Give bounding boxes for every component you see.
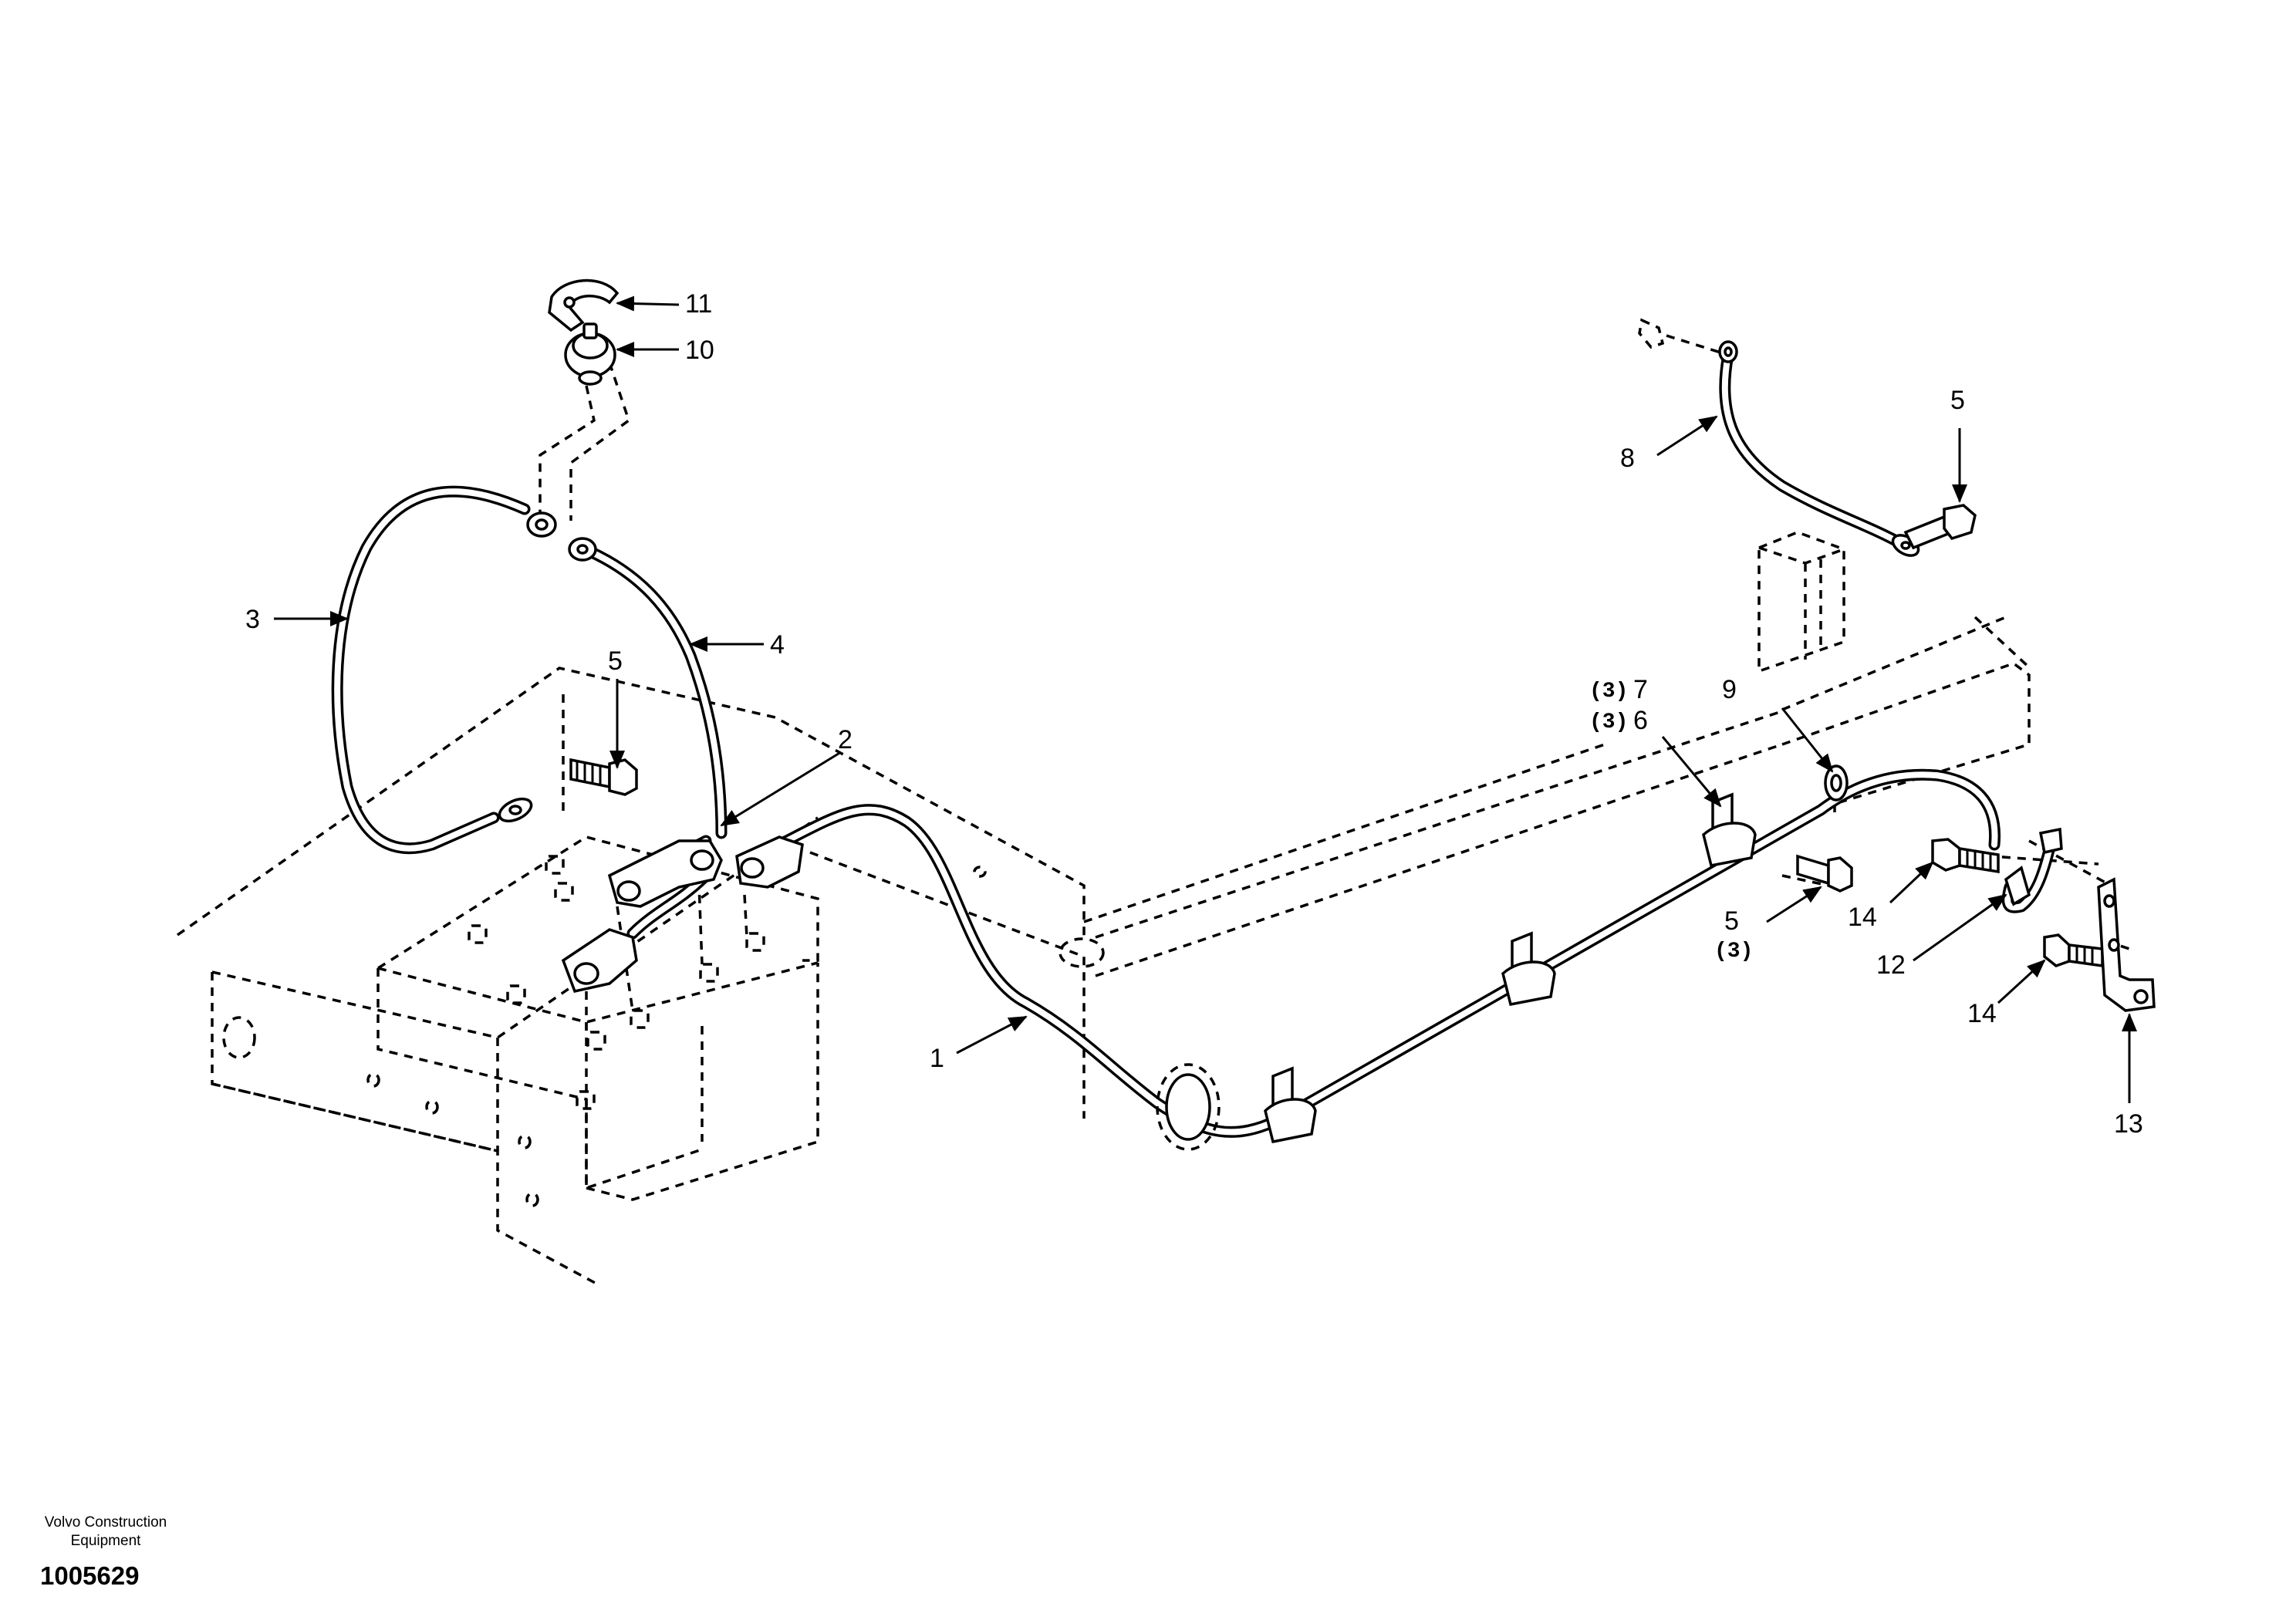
battery-switch-10 <box>564 322 616 386</box>
bolt-14-lower <box>2043 933 2104 968</box>
callout-8: 8 <box>1620 444 1635 473</box>
brand-label: Volvo Construction Equipment <box>44 1514 167 1549</box>
callout-5-right-lower: 5 <box>1724 906 1739 936</box>
document-number: 1005629 <box>40 1561 140 1590</box>
callout-3: 3 <box>245 605 260 634</box>
callout-7: 7 <box>1633 675 1648 704</box>
callout-5-right-lower-qty: (3) <box>1714 940 1753 964</box>
callout-labels: 11 10 3 4 5 2 1 (3) 7 (3) 6 9 8 5 5 (3) … <box>245 289 2143 1139</box>
callout-7-qty: (3) <box>1589 680 1628 704</box>
callout-10: 10 <box>685 336 714 365</box>
switch-key-11 <box>548 278 620 332</box>
callout-14-lower: 14 <box>1967 999 1997 1028</box>
bolt-5-right-lower <box>1796 854 1853 893</box>
bolt-5-right-upper <box>1903 504 1977 550</box>
cable-1 <box>765 768 2001 1138</box>
grommet-9 <box>1824 764 1849 802</box>
cable-12-loop <box>2001 831 2058 913</box>
callout-4: 4 <box>770 630 785 660</box>
cable-3 <box>331 485 531 855</box>
callout-13: 13 <box>2114 1109 2143 1139</box>
callout-12: 12 <box>1876 950 1906 980</box>
callout-14-upper: 14 <box>1848 903 1877 932</box>
clamp-12 <box>2004 827 2063 906</box>
bracket-13 <box>2097 877 2156 1012</box>
leader-arrows <box>274 295 2137 1103</box>
callout-6-qty: (3) <box>1589 710 1628 734</box>
bolt-14-upper <box>1931 838 2000 874</box>
grommet-frame-passthrough <box>1156 1063 1221 1151</box>
callout-1: 1 <box>930 1044 944 1073</box>
battery-clamp-terminals <box>561 835 804 994</box>
callout-9: 9 <box>1722 675 1737 704</box>
cable-4 <box>584 545 728 839</box>
callout-5-right-upper: 5 <box>1950 386 1965 415</box>
hidden-structure <box>176 334 2130 1286</box>
callout-5-left: 5 <box>608 646 623 676</box>
cable-clips-6-7 <box>1264 792 1757 1144</box>
cable-8 <box>1719 349 1908 550</box>
callout-6: 6 <box>1633 706 1648 735</box>
cable-lug-terminals <box>498 340 1920 823</box>
bolt-5-left <box>569 758 638 796</box>
footer: Volvo Construction Equipment 1005629 <box>40 1514 194 1591</box>
callout-2: 2 <box>838 725 853 754</box>
ground-cable-end-8 <box>1638 318 1665 349</box>
callout-11: 11 <box>685 289 712 319</box>
